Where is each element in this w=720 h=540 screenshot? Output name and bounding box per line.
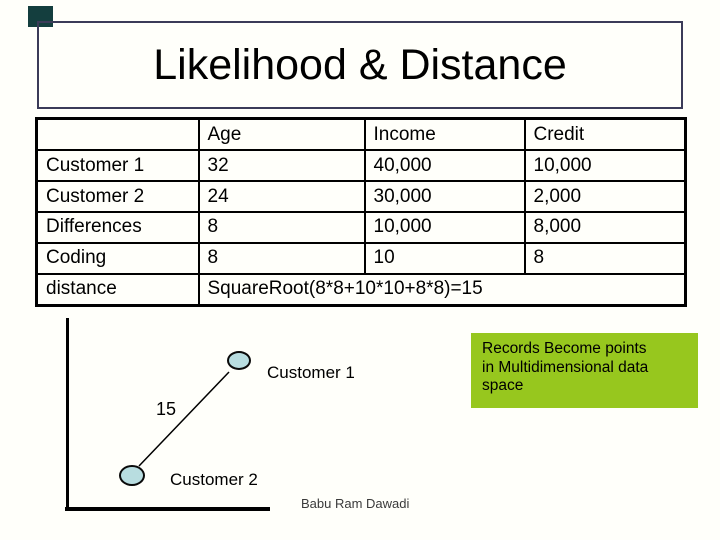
row-label-cell: Customer 2 <box>35 180 200 213</box>
table-cell: 32 <box>197 149 366 183</box>
y-axis-line <box>66 318 69 511</box>
note-line: space <box>482 377 524 394</box>
customer2-point <box>119 465 145 486</box>
table-header-cell: Credit <box>523 117 687 152</box>
table-distance-row: distance SquareRoot(8*8+10*10+8*8)=15 <box>35 272 687 307</box>
table-cell: 24 <box>197 180 366 213</box>
table-cell: 8 <box>523 241 687 275</box>
customer1-point <box>227 351 251 370</box>
customer1-label: Customer 1 <box>267 363 355 382</box>
x-axis-line <box>65 507 270 511</box>
row-label-cell: Customer 1 <box>35 149 200 183</box>
table-row: Customer 2 24 30,000 2,000 <box>35 180 687 213</box>
note-line: Records Become points <box>482 340 647 357</box>
table-cell: 8 <box>197 241 366 275</box>
customer-distance-table: Age Income Credit Customer 1 32 40,000 1… <box>35 117 687 307</box>
table-row: Differences 8 10,000 8,000 <box>35 210 687 244</box>
row-label-cell: Differences <box>35 210 200 244</box>
table-cell: 8,000 <box>523 210 687 244</box>
table-header-row: Age Income Credit <box>35 117 687 152</box>
table-cell: 10,000 <box>523 149 687 183</box>
table-row: Customer 1 32 40,000 10,000 <box>35 149 687 183</box>
row-label-cell: distance <box>35 272 200 307</box>
table-cell: 10 <box>363 241 526 275</box>
distance-value-label: 15 <box>156 399 177 419</box>
author-credit: Babu Ram Dawadi <box>301 496 410 511</box>
table-cell: 10,000 <box>363 210 526 244</box>
note-line: in Multidimensional data <box>482 358 649 376</box>
table-cell: 40,000 <box>363 149 526 183</box>
note-box: Records Become points in Multidimensiona… <box>471 333 698 408</box>
slide-title: Likelihood & Distance <box>153 40 567 89</box>
table-cell: 8 <box>197 210 366 244</box>
distance-formula-cell: SquareRoot(8*8+10*10+8*8)=15 <box>197 272 687 307</box>
distance-line <box>138 371 230 467</box>
table-header-cell <box>35 117 200 152</box>
title-box: Likelihood & Distance <box>37 21 683 109</box>
table-header-cell: Age <box>197 117 366 152</box>
table-row: Coding 8 10 8 <box>35 241 687 275</box>
table-cell: 2,000 <box>523 180 687 213</box>
table-header-cell: Income <box>363 117 526 152</box>
table-cell: 30,000 <box>363 180 526 213</box>
customer2-label: Customer 2 <box>170 470 258 489</box>
row-label-cell: Coding <box>35 241 200 275</box>
